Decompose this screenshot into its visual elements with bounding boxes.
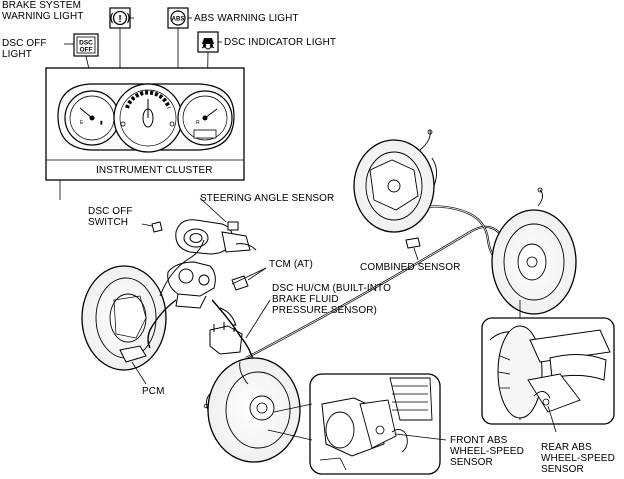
tcm-module [231, 267, 267, 291]
steering-angle-sensor [175, 219, 257, 255]
rear-right-wheel [491, 187, 577, 315]
abs-warning-icon: ABS [167, 7, 189, 29]
dsc-indicator-icon [197, 31, 219, 53]
svg-text:▮: ▮ [100, 120, 103, 126]
dsc-hucm-label: DSC HU/CM (BUILT-INTO BRAKE FLUID PRESSU… [272, 283, 391, 316]
steering-angle-sensor-label: STEERING ANGLE SENSOR [200, 193, 335, 204]
speedometer-gauge [113, 83, 183, 153]
rear-abs-label: REAR ABS WHEEL-SPEED SENSOR [541, 442, 615, 475]
front-abs-detail-inset [309, 373, 441, 475]
brake-fluid-block [209, 322, 243, 355]
front-left-abs-wheel [203, 357, 301, 463]
dsc-off-icon-line1: DSC [79, 40, 93, 47]
tachometer-gauge: E ▮ [64, 90, 120, 146]
brake-warning-icon: ! [109, 7, 131, 29]
fuel-gauge: R [177, 90, 233, 146]
brake-warning-label: BRAKE SYSTEM WARNING LIGHT [2, 0, 84, 22]
tcm-label: TCM (AT) [269, 259, 313, 270]
front-abs-label: FRONT ABS WHEEL-SPEED SENSOR [450, 435, 524, 468]
svg-text:R: R [196, 120, 200, 126]
dsc-off-light-label: DSC OFF LIGHT [2, 38, 47, 60]
front-right-wheel [353, 129, 437, 233]
rear-abs-detail-inset [481, 317, 615, 425]
pcm-label: PCM [142, 386, 165, 397]
combined-sensor [405, 237, 421, 261]
dsc-off-icon: DSC OFF [73, 33, 99, 57]
abs-warning-label: ABS WARNING LIGHT [194, 13, 299, 24]
svg-text:E: E [80, 120, 84, 126]
instrument-cluster-label: INSTRUMENT CLUSTER [96, 165, 213, 176]
dsc-off-switch [141, 221, 163, 233]
pcm-module [119, 345, 147, 385]
combined-sensor-label: COMBINED SENSOR [360, 262, 461, 273]
brake-lines [147, 205, 503, 371]
dsc-off-switch-label: DSC OFF SWITCH [88, 206, 133, 228]
dsc-off-icon-line2: OFF [80, 47, 93, 54]
dsc-hu-cm-unit [167, 261, 216, 309]
abs-icon-text: ABS [172, 17, 185, 23]
brake-symbol: ! [118, 14, 121, 25]
left-front-wheel [81, 265, 167, 371]
instrument-cluster: E ▮ R [57, 83, 235, 153]
dsc-indicator-label: DSC INDICATOR LIGHT [224, 37, 337, 48]
